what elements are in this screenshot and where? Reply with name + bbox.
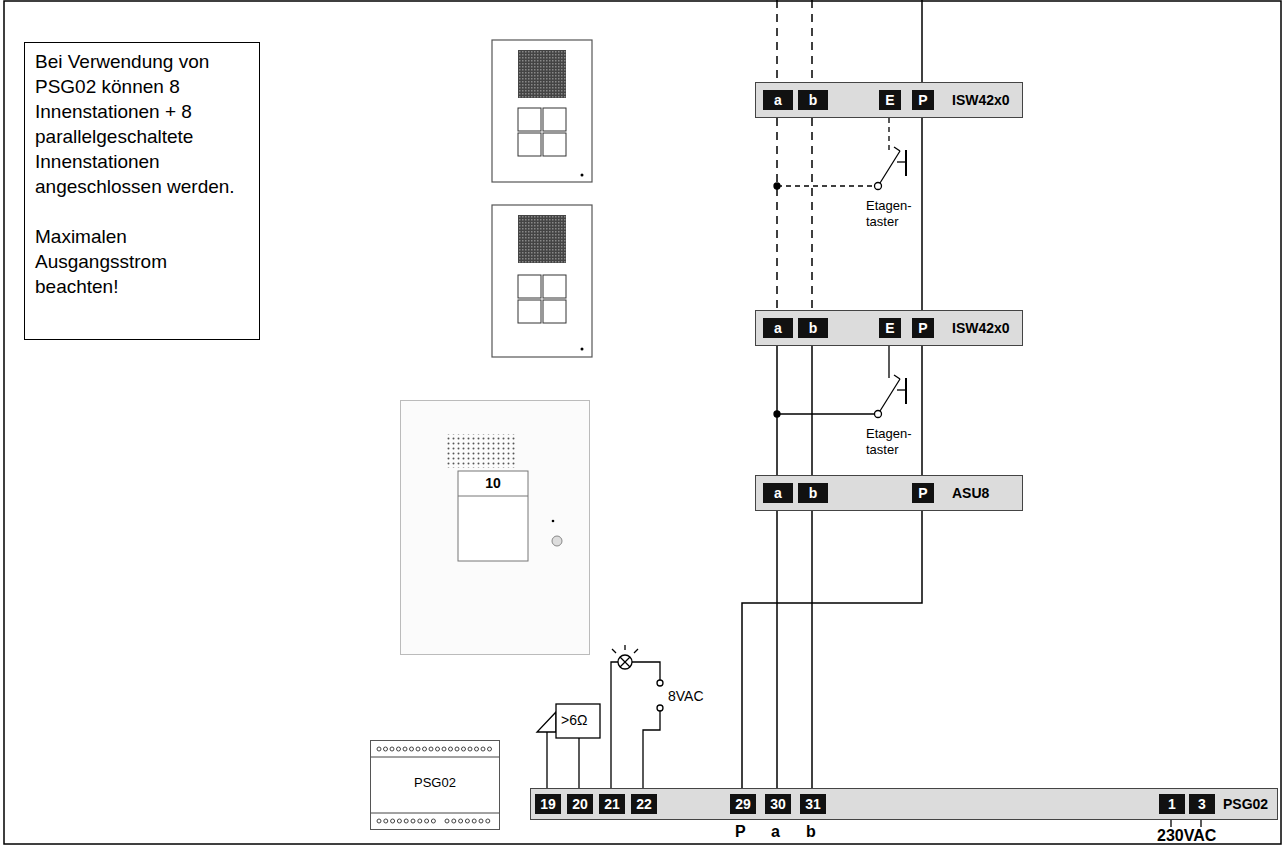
terminal-label: 20 [567, 794, 593, 814]
terminal-label: 22 [631, 794, 657, 814]
floor-button-symbol [774, 346, 906, 418]
note-box: Bei Verwendung von PSG02 können 8 Innens… [24, 42, 260, 340]
terminal-label: 31 [800, 794, 826, 814]
terminal-label: 3 [1189, 794, 1215, 814]
lamp-symbol [611, 645, 663, 788]
terminal-label: a [763, 318, 793, 338]
button-label: Etagen- taster [866, 198, 920, 230]
bus-wire [811, 346, 813, 475]
bus-wire [811, 511, 813, 788]
indoor-station-terminal-bar: ab EP ISW42x0 [755, 82, 1023, 118]
floor-button-symbol [774, 118, 906, 190]
bus-wire [777, 0, 922, 82]
voltage-label: 8VAC [668, 688, 704, 705]
terminal-label: 30 [765, 794, 791, 814]
indoor-station-icon [492, 205, 592, 357]
bus-wire [776, 511, 778, 788]
signal-name: P [735, 822, 746, 841]
door-station-terminal-bar: ab P ASU8 [755, 475, 1023, 511]
indoor-station-icon [492, 40, 592, 182]
bus-wire [776, 346, 778, 475]
door-plate-drawing [401, 401, 589, 654]
bus-wire [921, 346, 923, 475]
button-label: Etagen- taster [866, 426, 920, 458]
device-name: ISW42x0 [952, 318, 1010, 338]
device-name: ISW42x0 [952, 90, 1010, 110]
door-station: 10 [400, 400, 590, 655]
terminal-label: b [798, 483, 828, 503]
terminal-label: P [912, 318, 934, 338]
device-name: ASU8 [952, 483, 989, 503]
terminal-label: E [879, 318, 901, 338]
bus-wire [776, 118, 778, 310]
bus-wire [811, 118, 813, 310]
terminal-label: E [879, 90, 901, 110]
resistance-label: >6Ω [561, 712, 587, 729]
signal-name: b [806, 822, 816, 841]
voltage-label: 230VAC [1157, 826, 1216, 845]
bus-wire [921, 118, 923, 310]
terminal-label: 19 [535, 794, 561, 814]
note-text: Maximalen Ausgangsstrom beachten! [35, 224, 249, 299]
note-text: Bei Verwendung von PSG02 können 8 Innens… [35, 49, 249, 199]
terminal-label: b [798, 318, 828, 338]
terminal-label: P [912, 483, 934, 503]
device-name: PSG02 [371, 775, 499, 790]
door-opener-symbol [537, 704, 600, 788]
signal-name: a [771, 822, 780, 841]
terminal-label: 29 [730, 794, 756, 814]
terminal-label: a [763, 90, 793, 110]
device-name: PSG02 [1223, 794, 1268, 814]
power-supply-icon: PSG02 [370, 740, 500, 830]
mains-wire [1171, 820, 1201, 827]
terminal-label: 1 [1159, 794, 1185, 814]
bus-wire [742, 511, 922, 788]
terminal-label: 21 [599, 794, 625, 814]
terminal-label: a [763, 483, 793, 503]
terminal-label: b [798, 90, 828, 110]
terminal-label: P [912, 90, 934, 110]
frame [4, 1, 1281, 844]
call-button-number: 10 [458, 471, 528, 496]
power-supply-terminal-bar: 19 20 21 22 29 30 31 13 PSG02 [530, 788, 1278, 820]
indoor-station-terminal-bar: ab EP ISW42x0 [755, 310, 1023, 346]
